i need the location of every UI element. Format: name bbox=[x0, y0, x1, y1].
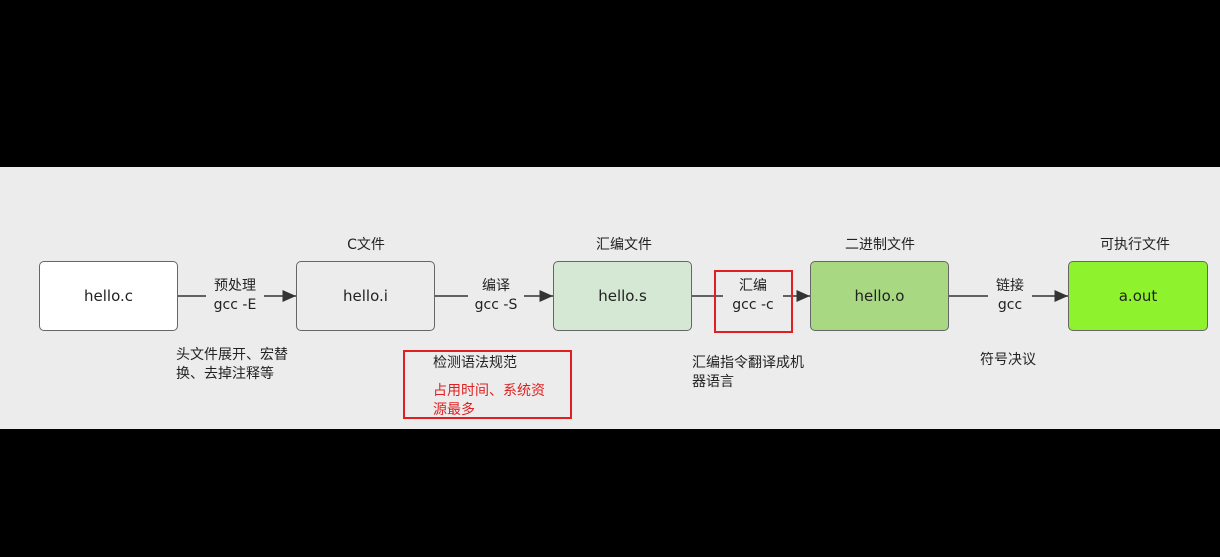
edge-label-line1: 编译 bbox=[482, 278, 510, 294]
edge-label-line1: 预处理 bbox=[214, 278, 256, 294]
edge-label-compile: 编译 gcc -S bbox=[468, 277, 524, 315]
note-compile-cost: 占用时间、系统资源最多 bbox=[433, 383, 545, 418]
node-title-hello-i: C文件 bbox=[347, 237, 385, 253]
edge-label-line2: gcc -E bbox=[213, 297, 257, 313]
node-hello-i: hello.i bbox=[296, 261, 435, 331]
node-label: hello.c bbox=[84, 287, 133, 305]
edge-label-link: 链接 gcc bbox=[988, 277, 1032, 315]
edge-label-line1: 汇编 bbox=[739, 278, 767, 294]
edge-label-line2: gcc bbox=[997, 297, 1023, 313]
note-preprocess: 头文件展开、宏替换、去掉注释等 bbox=[176, 347, 288, 382]
node-a-out: a.out bbox=[1068, 261, 1208, 331]
edge-label-line2: gcc -c bbox=[732, 297, 774, 313]
edge-label-line2: gcc -S bbox=[474, 297, 518, 313]
note-assemble: 汇编指令翻译成机器语言 bbox=[692, 355, 804, 390]
note-link: 符号决议 bbox=[980, 352, 1036, 368]
node-hello-c: hello.c bbox=[39, 261, 178, 331]
node-label: hello.s bbox=[598, 287, 647, 305]
note-compile-check: 检测语法规范 bbox=[433, 355, 517, 371]
node-label: hello.i bbox=[343, 287, 388, 305]
edge-label-assemble: 汇编 gcc -c bbox=[723, 277, 783, 315]
node-hello-s: hello.s bbox=[553, 261, 692, 331]
node-title-hello-s: 汇编文件 bbox=[596, 237, 652, 253]
node-hello-o: hello.o bbox=[810, 261, 949, 331]
node-title-hello-o: 二进制文件 bbox=[845, 237, 915, 253]
node-title-a-out: 可执行文件 bbox=[1100, 237, 1170, 253]
diagram-canvas: C文件 汇编文件 二进制文件 可执行文件 hello.c hello.i hel… bbox=[0, 167, 1220, 429]
edge-label-preprocess: 预处理 gcc -E bbox=[206, 277, 264, 315]
edge-label-line1: 链接 bbox=[996, 278, 1024, 294]
node-label: hello.o bbox=[854, 287, 905, 305]
highlight-frame-compile bbox=[403, 350, 572, 419]
highlight-frame-assemble bbox=[714, 270, 793, 333]
node-label: a.out bbox=[1118, 287, 1158, 305]
